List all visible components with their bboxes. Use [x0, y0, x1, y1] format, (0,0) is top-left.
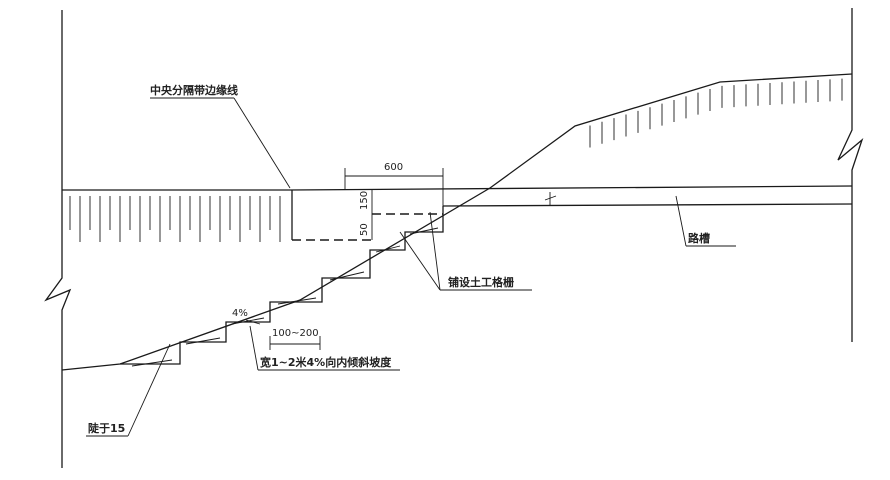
dim-600-label: 600	[384, 162, 403, 173]
slope-pct-label: 4%	[232, 308, 248, 319]
dim-50-label: 50	[359, 223, 370, 236]
geogrid-label: 铺设土工格栅	[448, 275, 514, 289]
road-surface	[289, 185, 853, 207]
slope-pct-annotation: 4%	[232, 308, 261, 325]
excavation-box	[291, 190, 444, 241]
benches	[120, 206, 444, 367]
leader-lines	[86, 97, 736, 437]
dimension-150-50: 150 50	[359, 191, 370, 236]
step-note-label: 宽1~2米4%向内倾斜坡度	[259, 355, 392, 369]
dim-150-label: 150	[359, 191, 370, 210]
centerline-label: 中央分隔带边缘线	[150, 83, 238, 97]
left-break-line	[44, 10, 72, 468]
embankment-label: 路槽	[688, 231, 710, 245]
right-break-line	[837, 8, 864, 342]
left-ground-surface	[62, 189, 290, 242]
ratio-label: 陡于15	[88, 421, 125, 435]
embankment-slope	[61, 73, 853, 371]
step-width-dimension: 100~200	[269, 328, 321, 350]
dimension-600: 600	[344, 162, 444, 190]
step-width-label: 100~200	[272, 328, 319, 339]
